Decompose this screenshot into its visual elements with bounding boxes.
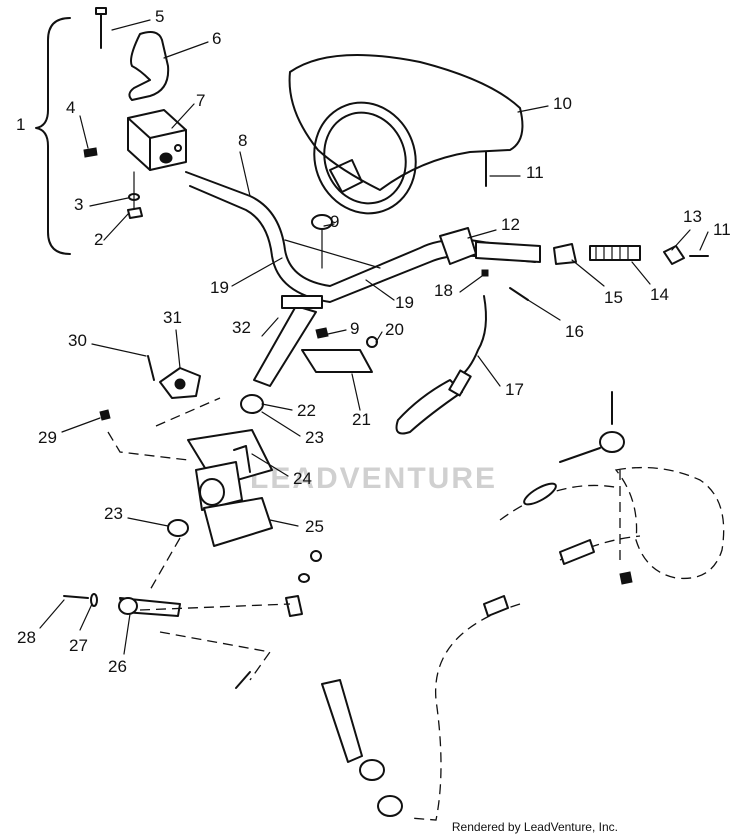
washer-27 bbox=[90, 593, 98, 607]
part-13 bbox=[663, 245, 685, 265]
dashed-leaders bbox=[107, 397, 621, 821]
callout-label: 31 bbox=[163, 308, 182, 327]
spring-14 bbox=[589, 245, 641, 261]
callout-label: 25 bbox=[305, 517, 324, 536]
callout-label: 2 bbox=[94, 230, 103, 249]
plate-21 bbox=[301, 349, 373, 373]
callout-label: 19 bbox=[210, 278, 229, 297]
callout-label: 27 bbox=[69, 636, 88, 655]
part-18 bbox=[481, 269, 489, 277]
screw-16 bbox=[509, 287, 529, 301]
callout-label: 9 bbox=[330, 212, 339, 231]
bolt-28 bbox=[63, 595, 89, 599]
callout-label: 20 bbox=[385, 320, 404, 339]
callout-label: 4 bbox=[66, 98, 75, 117]
nut-9 bbox=[315, 327, 329, 339]
callout-label: 3 bbox=[74, 195, 83, 214]
bushing-22 bbox=[240, 394, 264, 414]
callout-label: 7 bbox=[196, 91, 205, 110]
tether-cord-17 bbox=[395, 295, 487, 435]
callout-label: 9 bbox=[350, 319, 359, 338]
flange-31 bbox=[159, 367, 201, 399]
callout-label: 15 bbox=[604, 288, 623, 307]
callout-label: 1 bbox=[16, 115, 25, 134]
cap-9 bbox=[311, 214, 333, 230]
tie-rod-end-right bbox=[483, 391, 633, 617]
bracket-24 bbox=[187, 429, 273, 511]
callout-label: 11 bbox=[713, 220, 731, 239]
bolt-30 bbox=[147, 355, 155, 381]
callout-label: 29 bbox=[38, 428, 57, 447]
tie-rod bbox=[285, 595, 403, 817]
callout-label: 16 bbox=[565, 322, 584, 341]
part-15 bbox=[553, 243, 577, 265]
callout-label: 19 bbox=[395, 293, 414, 312]
bolt-5 bbox=[95, 7, 107, 49]
callout-label: 8 bbox=[238, 131, 247, 150]
screw-4 bbox=[83, 147, 98, 158]
pitman-arm-26 bbox=[118, 597, 181, 617]
part-20 bbox=[366, 336, 378, 348]
callout-label: 6 bbox=[212, 29, 221, 48]
spindle-dashed bbox=[499, 466, 725, 580]
assembly-bracket bbox=[35, 17, 71, 255]
callout-label: 23 bbox=[305, 428, 324, 447]
callout-label: 17 bbox=[505, 380, 524, 399]
callout-label: 11 bbox=[526, 163, 544, 182]
steering-wheel-10 bbox=[288, 53, 524, 215]
callout-label: 30 bbox=[68, 331, 87, 350]
bushing-23 bbox=[167, 519, 189, 537]
grip bbox=[475, 241, 541, 263]
callout-label: 22 bbox=[297, 401, 316, 420]
callout-label: 26 bbox=[108, 657, 127, 676]
callout-label: 21 bbox=[352, 410, 371, 429]
callout-label: 10 bbox=[553, 94, 572, 113]
callout-label: 23 bbox=[104, 504, 123, 523]
callout-label: 14 bbox=[650, 285, 669, 304]
callout-label: 5 bbox=[155, 7, 164, 26]
steering-column-32 bbox=[253, 295, 323, 387]
credit-text: Rendered by LeadVenture, Inc. bbox=[451, 820, 618, 834]
nut-2 bbox=[127, 207, 143, 219]
throttle-housing-12 bbox=[439, 227, 477, 265]
leader-lines bbox=[39, 19, 709, 655]
callout-label: 32 bbox=[232, 318, 251, 337]
callout-label: 12 bbox=[501, 215, 520, 234]
watermark: LEADVENTURE bbox=[250, 462, 497, 495]
callout-label: 28 bbox=[17, 628, 36, 647]
bracket-6 bbox=[128, 31, 170, 101]
callout-label: 24 bbox=[293, 469, 312, 488]
callout-label: 18 bbox=[434, 281, 453, 300]
nut-29 bbox=[99, 409, 111, 421]
switch-housing-7 bbox=[127, 109, 187, 171]
bracket-25 bbox=[203, 497, 273, 547]
callout-label: 13 bbox=[683, 207, 702, 226]
